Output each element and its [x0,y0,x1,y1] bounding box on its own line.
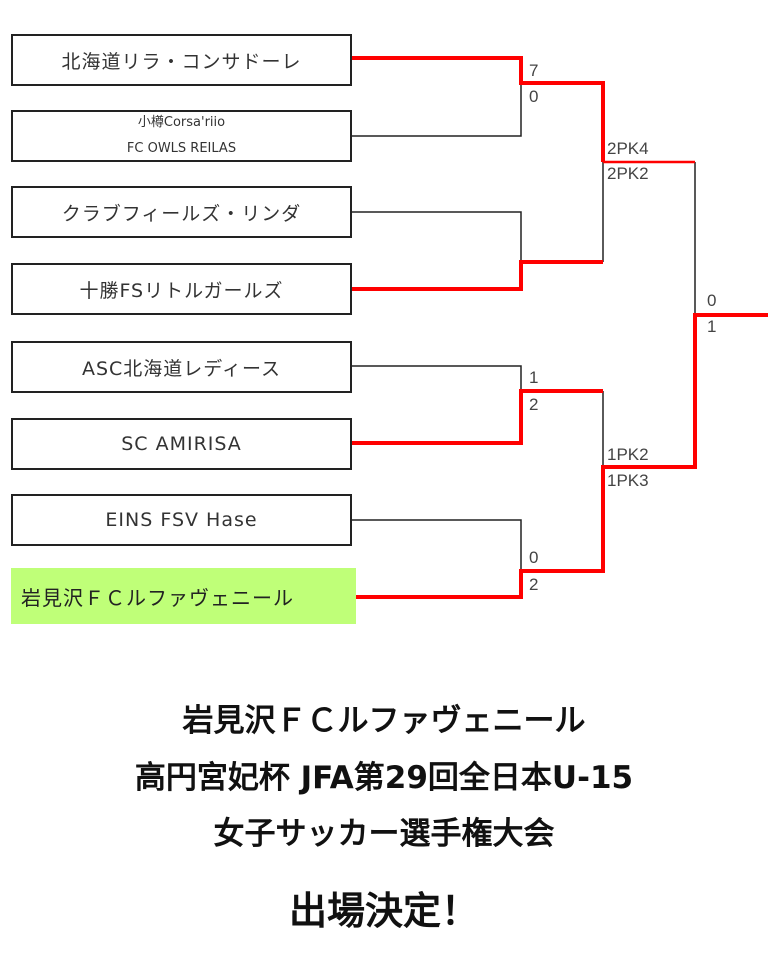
score-qf4-top: 0 [529,548,539,567]
headline-team: 岩見沢ＦＣルファヴェニール [182,703,586,739]
line-team3 [350,211,522,262]
team-box-7: EINS FSV Hase [11,494,352,546]
score-sf2-bottom: 1PK3 [607,471,649,490]
team-name: 岩見沢ＦＣルファヴェニール [21,585,294,610]
score-qf3-top: 1 [529,368,539,387]
score-qf3-bottom: 2 [529,395,539,414]
score-final-top: 0 [707,291,717,310]
score-qf4-bottom: 2 [529,575,539,594]
score-sf1-bottom: 2PK2 [607,164,649,183]
team-box-6: SC AMIRISA [11,418,352,470]
score-sf1-top: 2PK4 [607,139,649,158]
team-box-8-highlighted: 岩見沢ＦＣルファヴェニール [11,568,356,624]
team-box-1: 北海道リラ・コンサドーレ [11,34,352,86]
line-team2 [350,83,522,137]
line-team5 [350,365,522,391]
team-box-5: ASC北海道レディース [11,341,352,393]
headline-qualified: 出場決定！ [288,889,479,933]
team-name: SC AMIRISA [121,433,242,455]
team-name-line1: 小樽Corsa'riio [137,115,226,130]
team-box-2: 小樽Corsa'riio FC OWLS REILAS [11,110,352,162]
team-name: クラブフィールズ・リンダ [61,202,302,225]
score-sf2-top: 1PK2 [607,445,649,464]
score-qf1-top: 7 [529,61,539,80]
score-final-bottom: 1 [707,317,717,336]
team-name: ASC北海道レディース [81,357,282,380]
team-box-4: 十勝FSリトルガールズ [11,263,352,315]
winner-line-team8 [356,313,768,599]
team-box-3: クラブフィールズ・リンダ [11,186,352,238]
team-name: 十勝FSリトルガールズ [79,279,284,302]
winner-line-team6 [350,389,603,445]
bracket-lines [350,56,768,599]
winner-line-team4 [350,260,603,291]
score-qf1-bottom: 0 [529,87,539,106]
headline-championship: 女子サッカー選手権大会 [213,816,555,852]
line-team7 [350,519,522,571]
team-name: 北海道リラ・コンサドーレ [61,50,302,73]
team-name-line2: FC OWLS REILAS [126,141,237,156]
winner-line-team1 [350,56,605,162]
headline-tournament: 高円宮妃杯 JFA第29回全日本U-15 [134,760,634,796]
team-name: EINS FSV Hase [105,509,258,531]
